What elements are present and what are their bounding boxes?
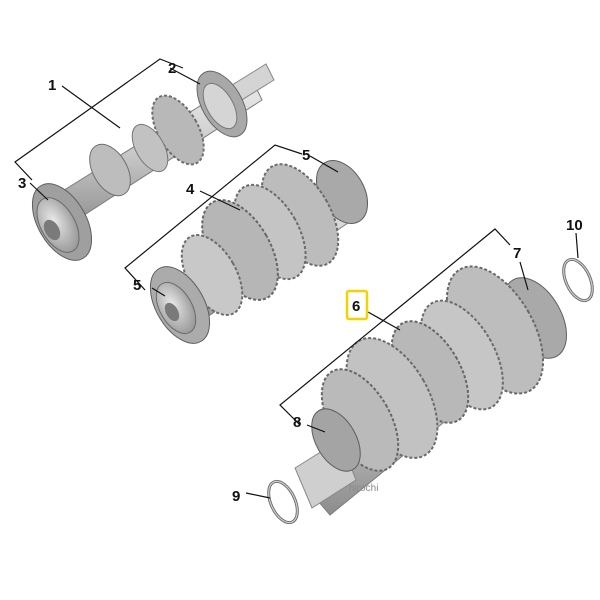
callout-6-highlight [345,289,369,321]
layshaft [149,160,369,344]
callout-5-bottom: 5 [133,277,141,294]
leader-2-3-bracket [14,58,184,181]
leader-3 [29,182,49,201]
circlip-10 [562,257,594,303]
leader-8 [306,424,326,433]
callout-8: 8 [293,414,301,431]
callout-3: 3 [18,175,26,192]
leader-7-8-bracket [279,228,511,426]
callout-5-top: 5 [302,147,310,164]
callout-9: 9 [232,488,240,505]
leader-5-bottom [151,287,166,297]
leader-4 [199,190,241,211]
leader-10 [575,232,579,259]
callout-4: 4 [186,181,195,198]
leader-9 [245,492,271,499]
callout-1: 1 [48,77,56,94]
callout-7: 7 [513,245,521,262]
input-shaft [31,63,275,261]
leader-7 [519,261,529,291]
circlip-9 [267,479,299,525]
leader-6 [367,311,401,331]
leader-2-to-bearing [169,67,201,85]
output-shaft [294,265,567,516]
leader-1 [61,85,121,129]
callout-2: 2 [168,60,176,77]
leader-5-bracket [124,144,303,291]
leader-lines [14,58,579,499]
callout-6: 6 [352,298,360,315]
leader-5-top [309,155,339,173]
callout-10: 10 [566,217,583,234]
watermark-text: hirochi [349,483,378,494]
